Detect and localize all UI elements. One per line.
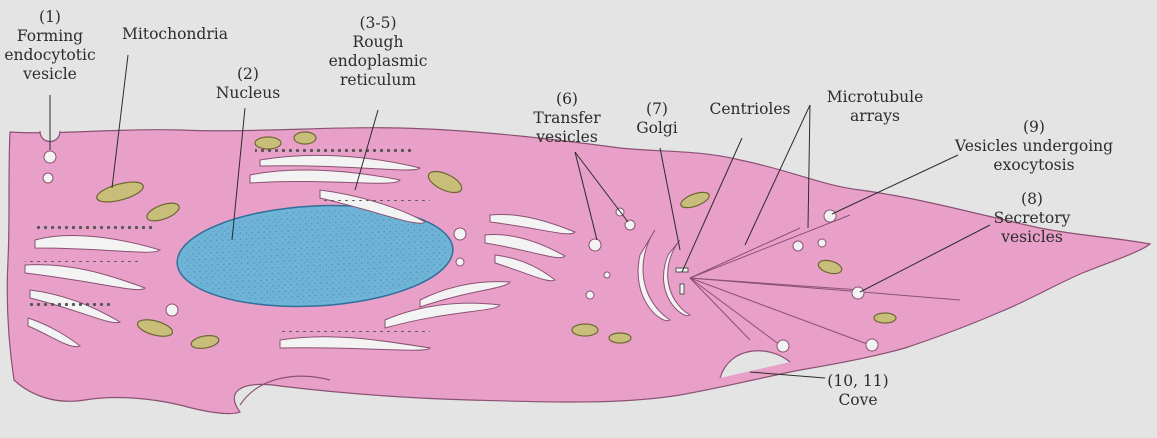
label-number: (1) bbox=[4, 8, 95, 27]
mitochondrion bbox=[874, 313, 896, 323]
label-line: Vesicles undergoing bbox=[955, 137, 1113, 156]
label-number: (3-5) bbox=[329, 14, 428, 33]
mitochondrion bbox=[572, 324, 598, 336]
label-line: Golgi bbox=[636, 119, 678, 138]
label-microtubule-arrays: Microtubule arrays bbox=[827, 88, 924, 126]
label-number: (7) bbox=[636, 100, 678, 119]
label-line: Rough bbox=[329, 33, 428, 52]
label-line: arrays bbox=[827, 107, 924, 126]
label-golgi: (7) Golgi bbox=[636, 100, 678, 138]
label-number: (6) bbox=[533, 90, 600, 109]
label-line: endoplasmic bbox=[329, 52, 428, 71]
label-line: Forming bbox=[4, 27, 95, 46]
label-cove: (10, 11) Cove bbox=[827, 372, 888, 410]
mitochondrion bbox=[294, 132, 316, 144]
label-number: (9) bbox=[955, 118, 1113, 137]
endocytotic-vesicle bbox=[44, 151, 56, 163]
label-number: (8) bbox=[994, 190, 1071, 209]
label-line: Secretory bbox=[994, 209, 1071, 228]
label-line: exocytosis bbox=[955, 156, 1113, 175]
label-nucleus: (2) Nucleus bbox=[216, 65, 280, 103]
label-vesicles-exocytosis: (9) Vesicles undergoing exocytosis bbox=[955, 118, 1113, 175]
label-number: (2) bbox=[216, 65, 280, 84]
label-mitochondria: Mitochondria bbox=[122, 25, 228, 44]
label-transfer-vesicles: (6) Transfer vesicles bbox=[533, 90, 600, 147]
label-line: Mitochondria bbox=[122, 25, 228, 44]
label-line: Microtubule bbox=[827, 88, 924, 107]
mitochondrion bbox=[255, 137, 281, 149]
label-line: vesicles bbox=[533, 128, 600, 147]
label-line: Transfer bbox=[533, 109, 600, 128]
label-centrioles: Centrioles bbox=[709, 100, 790, 119]
label-line: endocytotic bbox=[4, 46, 95, 65]
label-line: Cove bbox=[827, 391, 888, 410]
label-line: vesicles bbox=[994, 228, 1071, 247]
label-rough-er: (3-5) Rough endoplasmic reticulum bbox=[329, 14, 428, 90]
label-secretory-vesicles: (8) Secretory vesicles bbox=[994, 190, 1071, 247]
label-line: vesicle bbox=[4, 65, 95, 84]
label-line: reticulum bbox=[329, 71, 428, 90]
mitochondrion bbox=[609, 333, 631, 343]
label-line: Nucleus bbox=[216, 84, 280, 103]
label-line: Centrioles bbox=[709, 100, 790, 119]
label-forming-endocytotic-vesicle: (1) Forming endocytotic vesicle bbox=[4, 8, 95, 84]
label-number: (10, 11) bbox=[827, 372, 888, 391]
